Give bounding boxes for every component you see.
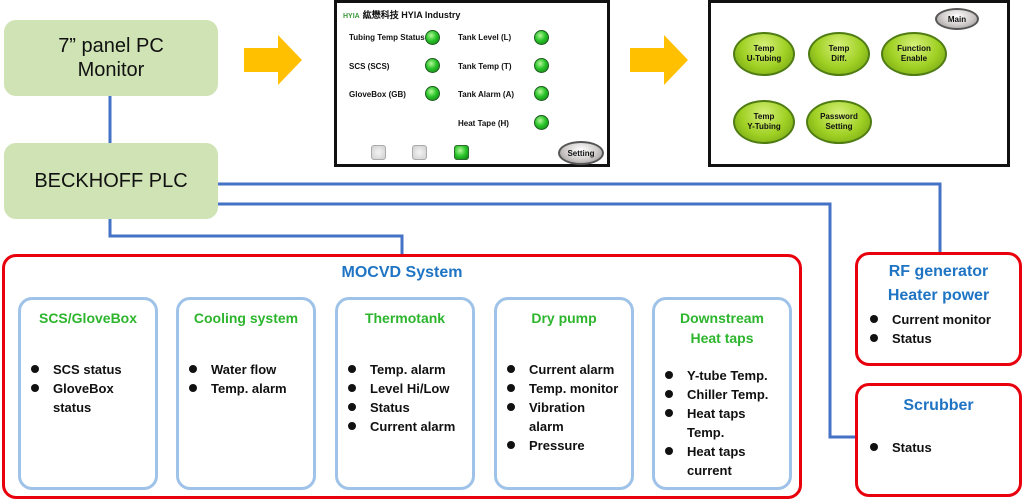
right-arrow-icon (244, 35, 302, 85)
label-tank-alarm: Tank Alarm (A) (458, 90, 515, 99)
status-led-icon (534, 30, 549, 45)
status-led-icon (534, 86, 549, 101)
panel-title: Dry pump (531, 310, 597, 326)
panel-title: Thermotank (364, 310, 446, 326)
panel-title: SCS/GloveBox (38, 310, 138, 326)
panel-dry-pump: Dry pump Current alarm Temp. monitor Vib… (494, 297, 634, 490)
wire-plc-to-mocvd (108, 219, 404, 254)
list-item: SCS status (29, 360, 155, 379)
label-glovebox: GloveBox (GB) (349, 90, 406, 99)
list-item: Temp. (687, 425, 725, 440)
bullet-list: Water flow Temp. alarm (187, 360, 313, 398)
status-led-icon (425, 86, 440, 101)
list-item: current (687, 463, 732, 478)
button-line: Temp (753, 112, 775, 121)
bullet-list: Current alarm Temp. monitor Vibration al… (505, 360, 631, 455)
main-button[interactable]: Main (935, 8, 979, 30)
list-item: Current monitor (868, 310, 1019, 329)
panel-pc-monitor-box: 7” panel PC Monitor (4, 20, 218, 96)
list-item: Y-tube Temp. (663, 366, 789, 385)
indicator-square-icon[interactable] (454, 145, 469, 160)
button-line: Diff. (831, 54, 847, 63)
bullet-list: Temp. alarm Level Hi/Low Status Current … (346, 360, 472, 436)
bullet-list: SCS status GloveBox status (29, 360, 155, 417)
mocvd-title: MOCVD System (341, 264, 463, 281)
list-item: Temp. alarm (187, 379, 313, 398)
label-tubing-temp-status: Tubing Temp Status (349, 33, 425, 42)
hyia-logo: HYIA (343, 13, 360, 20)
list-item: status (53, 400, 92, 415)
wire-plc-to-scrubber (218, 202, 858, 439)
list-item: alarm (529, 419, 564, 434)
list-item: Current alarm (346, 417, 472, 436)
button-line: Password (820, 112, 858, 121)
right-arrow-icon (630, 35, 688, 85)
list-item: Vibration (505, 398, 631, 417)
panel-subtitle: Heat taps (690, 330, 754, 346)
panel-title: Cooling system (193, 310, 299, 326)
list-item: Pressure (505, 436, 631, 455)
button-line: Enable (900, 54, 928, 63)
list-item: Level Hi/Low (346, 379, 472, 398)
hmi-title-text: 紘懋科技 HYIA Industry (362, 10, 461, 20)
rf-generator-box: RF generator Heater power Current monito… (855, 252, 1022, 366)
list-item: Status (868, 329, 1019, 348)
list-item: Temp. alarm (346, 360, 472, 379)
bullet-list: Status (868, 438, 1019, 457)
rf-title: RF generator (888, 263, 989, 280)
list-item: Water flow (187, 360, 313, 379)
status-led-icon (534, 58, 549, 73)
setting-button[interactable]: Setting (558, 141, 604, 165)
list-item: Heat taps (663, 442, 789, 461)
label-tank-temp: Tank Temp (T) (458, 62, 512, 71)
list-item: Status (346, 398, 472, 417)
list-item: Status (868, 438, 1019, 457)
status-led-icon (425, 30, 440, 45)
mocvd-system-box: MOCVD System SCS/GloveBox SCS status Glo… (2, 254, 802, 499)
label-tank-level: Tank Level (L) (458, 33, 512, 42)
plc-label: BECKHOFF PLC (34, 169, 188, 192)
status-led-icon (534, 115, 549, 130)
panel-pc-line2: Monitor (77, 59, 145, 81)
panel-downstream-heat-taps: Downstream Heat taps Y-tube Temp. Chille… (652, 297, 792, 490)
button-line: Setting (825, 122, 853, 131)
panel-cooling-system: Cooling system Water flow Temp. alarm (176, 297, 316, 490)
panel-title: Downstream (679, 310, 765, 326)
list-item: Heat taps (663, 404, 789, 423)
panel-pc-line1: 7” panel PC (58, 35, 164, 57)
panel-thermotank: Thermotank Temp. alarm Level Hi/Low Stat… (335, 297, 475, 490)
scrubber-title: Scrubber (903, 397, 974, 414)
status-led-icon (425, 58, 440, 73)
button-line: Temp (753, 44, 775, 53)
panel-scs-glovebox: SCS/GloveBox SCS status GloveBox status (18, 297, 158, 490)
list-item: Chiller Temp. (663, 385, 789, 404)
list-item: Temp. monitor (505, 379, 631, 398)
scrubber-box: Scrubber Status (855, 383, 1022, 497)
beckhoff-plc-box: BECKHOFF PLC (4, 143, 218, 219)
indicator-square-icon[interactable] (371, 145, 386, 160)
wire-plc-to-rf (218, 182, 942, 252)
button-line: Function (897, 44, 931, 53)
label-scs: SCS (SCS) (349, 62, 390, 71)
button-line: Temp (828, 44, 850, 53)
indicator-square-icon[interactable] (412, 145, 427, 160)
list-item: Current alarm (505, 360, 631, 379)
rf-subtitle: Heater power (887, 287, 990, 304)
bullet-list: Y-tube Temp. Chiller Temp. Heat taps Tem… (663, 366, 789, 480)
button-line: Y-Tubing (747, 122, 781, 131)
bullet-list: Current monitor Status (868, 310, 1019, 348)
label-heat-tape: Heat Tape (H) (458, 119, 509, 128)
button-line: U-Tubing (746, 54, 782, 63)
list-item: GloveBox (29, 379, 155, 398)
